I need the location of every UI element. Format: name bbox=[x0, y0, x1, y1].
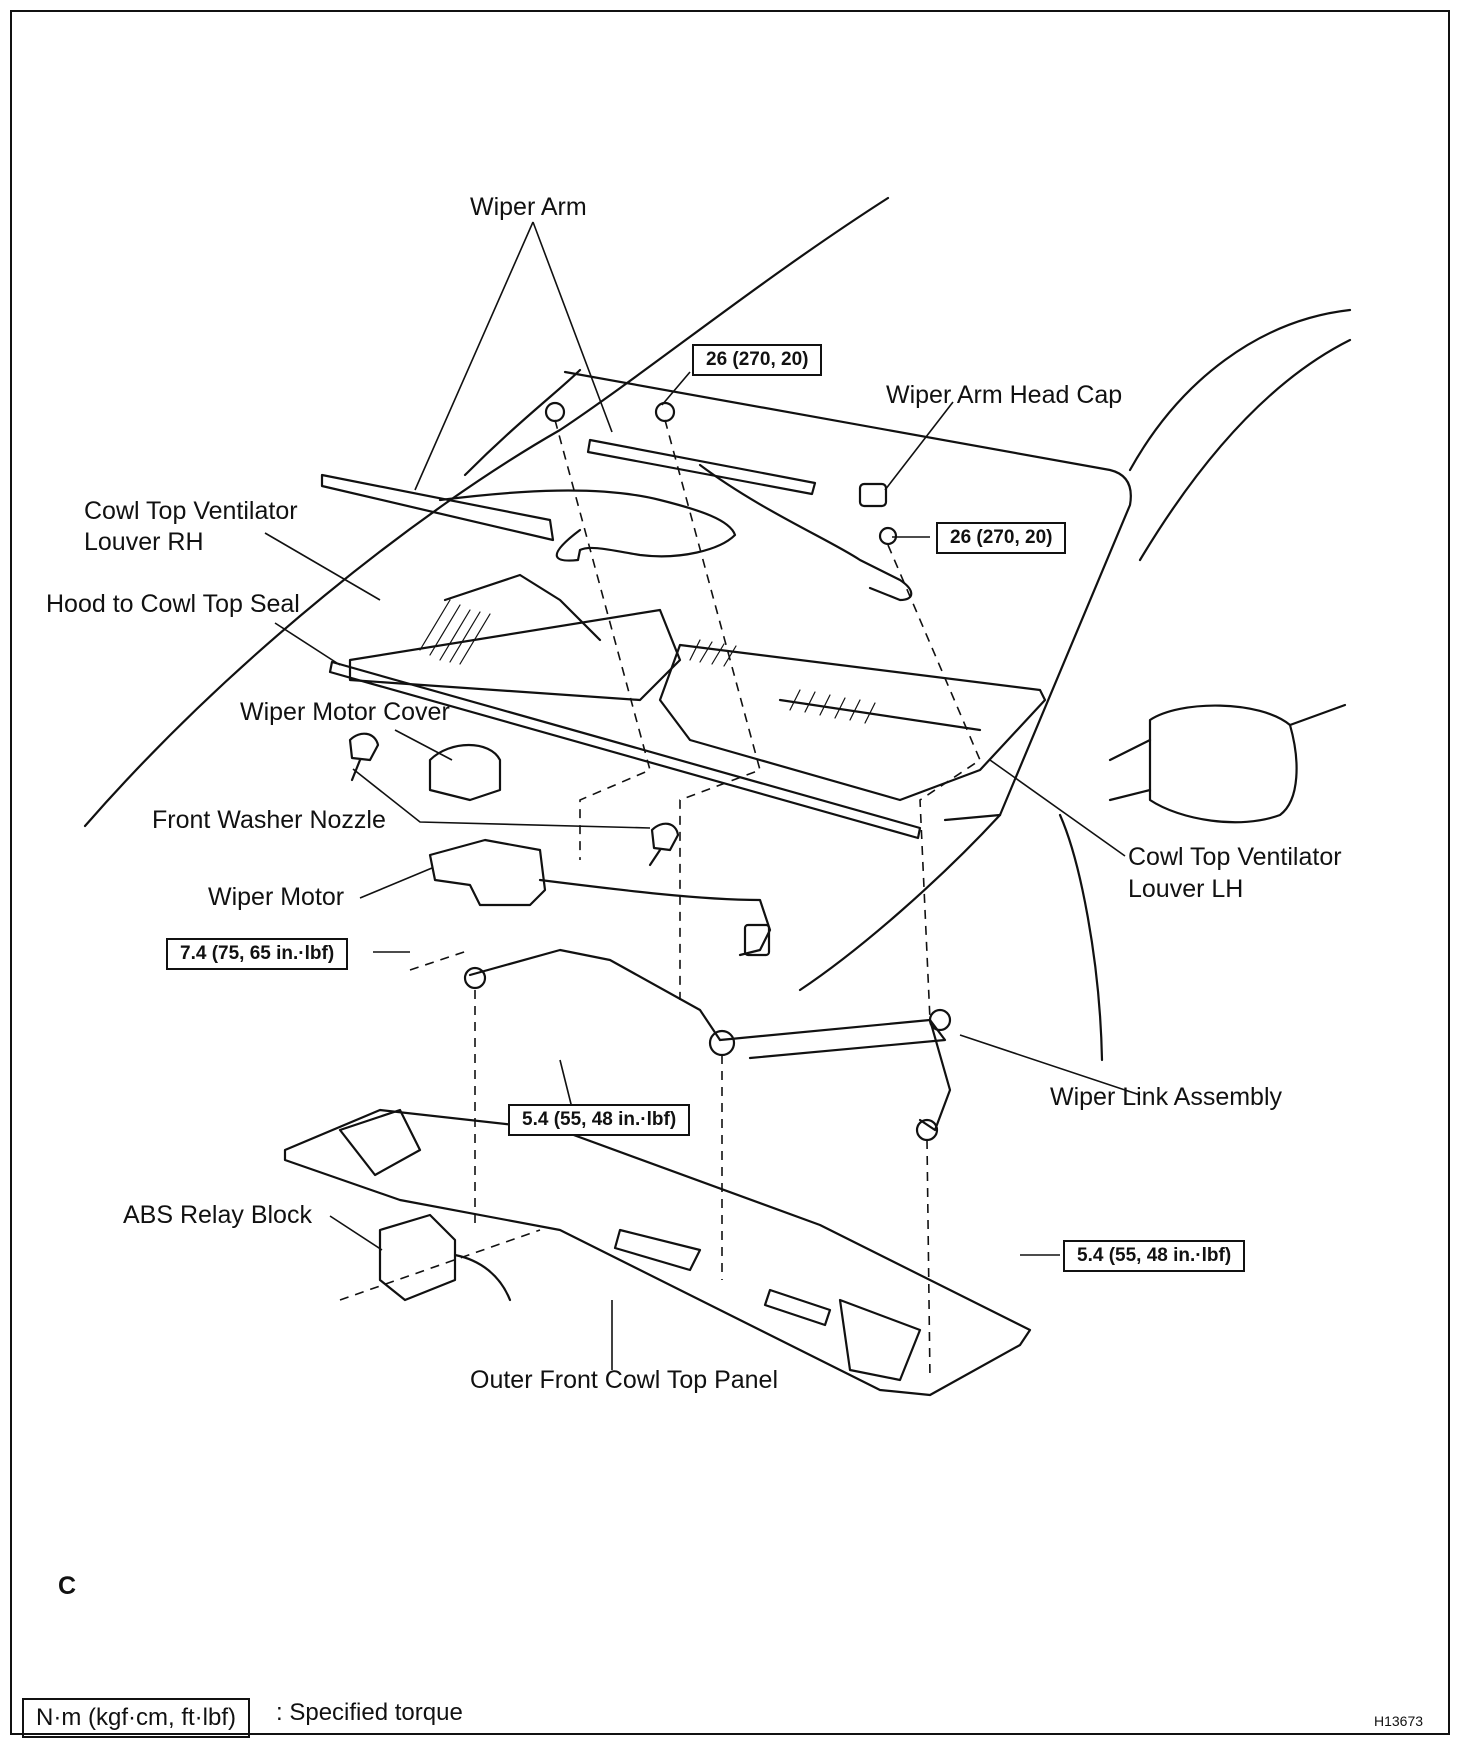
legend-description: : Specified torque bbox=[276, 1699, 463, 1726]
washer-nozzle-rh bbox=[348, 732, 380, 782]
label-abs-relay-block: ABS Relay Block bbox=[123, 1201, 312, 1229]
wiper-arm-rh-body bbox=[438, 489, 737, 562]
mirror-base bbox=[1108, 738, 1152, 802]
torque-arm-nut-right: 26 (270, 20) bbox=[936, 522, 1067, 554]
washer-nozzle-lh bbox=[648, 822, 680, 867]
diagram-frame bbox=[10, 10, 1450, 1735]
hood-edge bbox=[463, 368, 582, 477]
windshield-frame-inner bbox=[943, 813, 1002, 822]
body-curve bbox=[798, 813, 1002, 992]
torque-panel-bolt: 5.4 (55, 48 in.·lbf) bbox=[1063, 1240, 1246, 1272]
wiper-motor-body bbox=[428, 838, 547, 907]
legend-unit-box: N·m (kgf·cm, ft·lbf) bbox=[22, 1698, 250, 1738]
mirror bbox=[1148, 704, 1298, 824]
label-wiper-motor-cover: Wiper Motor Cover bbox=[240, 698, 450, 726]
wiper-link-arm-1 bbox=[468, 948, 722, 1042]
head-cap bbox=[858, 482, 888, 508]
hood-cowl-seal bbox=[328, 660, 922, 840]
label-cowl-louver-lh-line1: Cowl Top Ventilator bbox=[1128, 843, 1342, 871]
label-front-washer-nozzle: Front Washer Nozzle bbox=[152, 806, 386, 834]
windshield-frame bbox=[563, 370, 1132, 817]
abs-relay-block bbox=[378, 1213, 457, 1302]
torque-link-bolt: 5.4 (55, 48 in.·lbf) bbox=[508, 1104, 691, 1136]
wiper-arm-lh bbox=[586, 438, 817, 496]
door-line bbox=[1138, 338, 1352, 562]
hood-outline bbox=[83, 196, 890, 828]
wiper-arm-lh-body bbox=[698, 463, 913, 602]
label-cowl-louver-rh-line1: Cowl Top Ventilator bbox=[84, 497, 298, 525]
fender-line bbox=[1058, 813, 1104, 1062]
figure-code: H13673 bbox=[1374, 1713, 1424, 1729]
wiper-arm-rh bbox=[320, 473, 555, 542]
label-wiper-link-assembly: Wiper Link Assembly bbox=[1050, 1083, 1283, 1111]
torque-arm-nut-top: 26 (270, 20) bbox=[692, 344, 823, 376]
cowl-louver-rh bbox=[348, 608, 682, 702]
cowl-louver-lh bbox=[658, 643, 1047, 802]
wiper-motor-cover bbox=[428, 743, 502, 802]
a-pillar bbox=[1128, 308, 1352, 472]
label-wiper-arm: Wiper Arm bbox=[470, 193, 587, 221]
label-hood-cowl-seal: Hood to Cowl Top Seal bbox=[46, 590, 300, 618]
label-wiper-arm-head-cap: Wiper Arm Head Cap bbox=[886, 381, 1123, 409]
outer-cowl-panel bbox=[283, 1108, 1032, 1397]
wiper-link-arm-3 bbox=[918, 1018, 952, 1132]
torque-motor-bolt: 7.4 (75, 65 in.·lbf) bbox=[166, 938, 349, 970]
label-cowl-louver-lh-line2: Louver LH bbox=[1128, 875, 1244, 903]
corner-letter: C bbox=[58, 1572, 77, 1600]
door-edge bbox=[1288, 703, 1347, 727]
label-cowl-louver-rh-line2: Louver RH bbox=[84, 528, 204, 556]
label-outer-cowl-panel: Outer Front Cowl Top Panel bbox=[470, 1366, 779, 1394]
wiper-link-arm-2 bbox=[718, 1018, 947, 1060]
label-wiper-motor: Wiper Motor bbox=[208, 883, 345, 911]
wiper-motor-harness bbox=[538, 878, 772, 957]
